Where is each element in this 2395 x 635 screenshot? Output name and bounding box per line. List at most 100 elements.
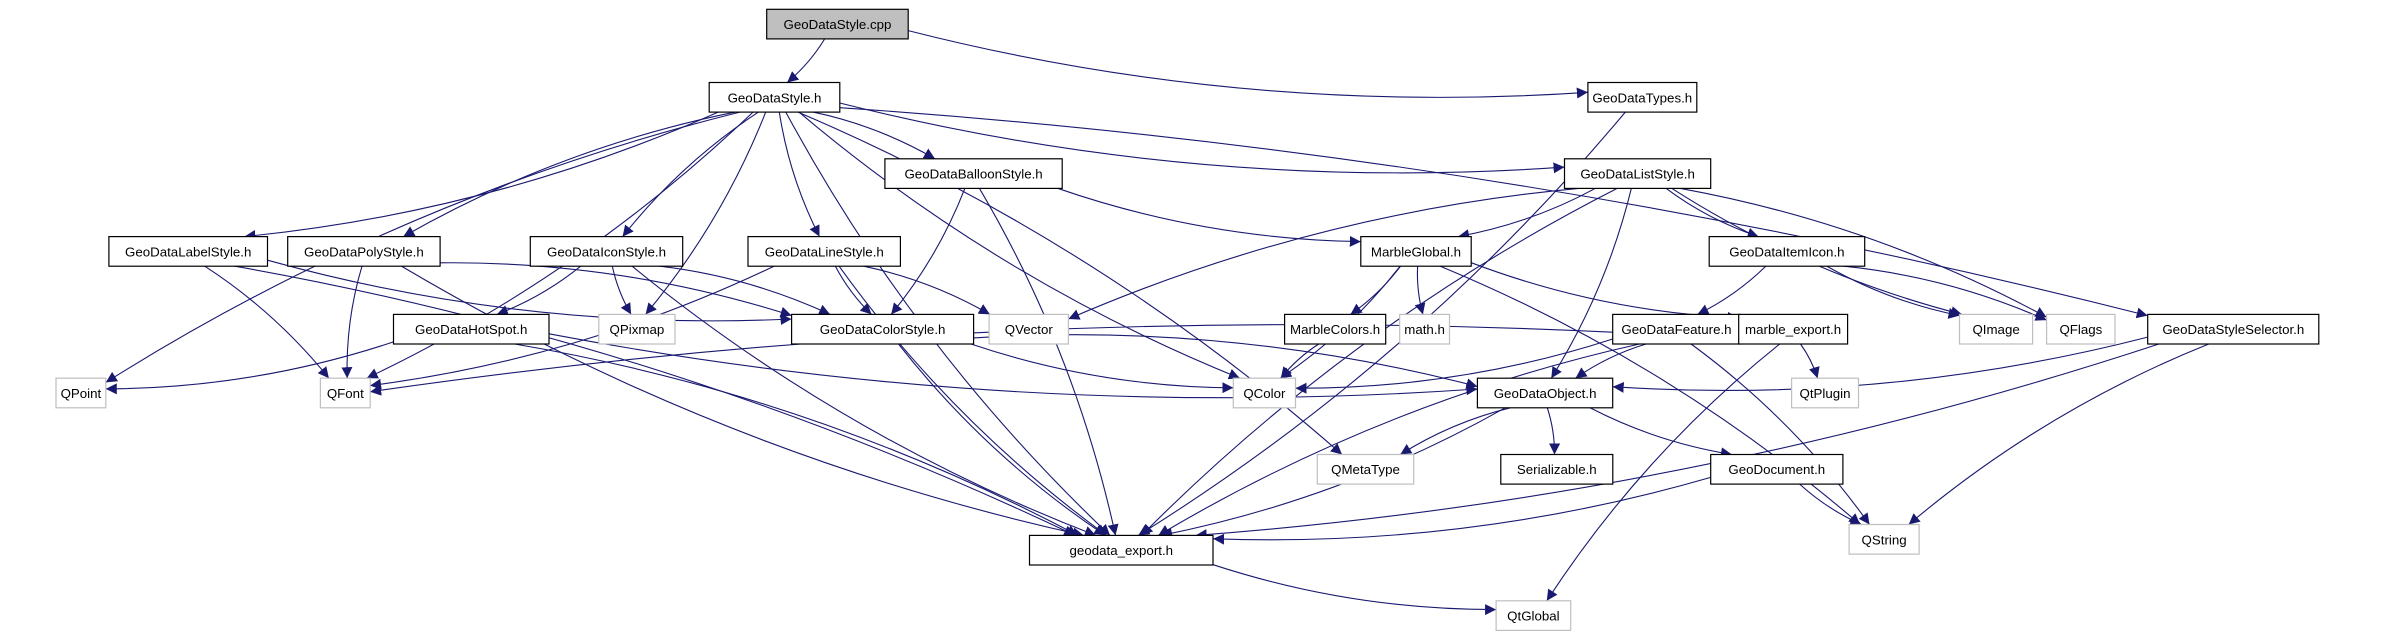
node-object[interactable]: GeoDataObject.h [1476,377,1614,409]
edge-line [105,111,740,383]
node-labelstyle[interactable]: GeoDataLabelStyle.h [108,236,269,267]
edge-line [234,265,1076,536]
node-box [1028,534,1214,566]
node-qpixmap: QPixmap [598,313,676,345]
node-linestyle[interactable]: GeoDataLineStyle.h [747,236,901,267]
edge-iconstyle-to-qpixmap [611,265,632,315]
node-box [884,158,1063,190]
node-label: QtPlugin [1800,386,1851,401]
node-style_h[interactable]: GeoDataStyle.h [708,81,841,113]
node-types_h[interactable]: GeoDataTypes.h [1587,81,1698,113]
node-box [1612,313,1741,345]
node-marbleexport[interactable]: marble_export.h [1738,313,1849,345]
node-label: marble_export.h [1745,322,1841,337]
node-box [1848,523,1920,555]
edge-itemicon-to-qimage [1826,265,1960,319]
edge-line [548,333,1478,399]
edge-marblecolors-to-qcolor [1280,343,1319,379]
node-label: QString [1862,532,1907,547]
edge-labelstyle-to-colorstyle [267,259,792,326]
node-geodocument[interactable]: GeoDocument.h [1710,453,1844,485]
node-box [1710,453,1844,485]
edge-line [341,265,363,379]
edge-line [1546,343,1781,602]
edge-line [658,265,831,315]
node-qflags: QFlags [2045,313,2116,345]
node-geodataexport[interactable]: geodata_export.h [1028,534,1214,566]
edge-object-to-geodocument [1589,407,1732,459]
edge-line [1057,187,1361,247]
node-balloon[interactable]: GeoDataBalloonStyle.h [884,158,1063,190]
node-label: QPoint [61,386,102,401]
edge-balloon-to-marbleglobal [1057,187,1361,247]
node-label: GeoDataLabelStyle.h [125,244,251,259]
node-box [1495,600,1572,631]
edge-style_h-to-qpoint [105,111,740,383]
edge-feature-to-geodataexport [1158,343,1640,536]
edge-polystyle-to-geodataexport [401,265,1084,539]
node-liststyle[interactable]: GeoDataListStyle.h [1563,158,1712,190]
node-box [1232,377,1297,409]
node-qpoint: QPoint [55,377,107,409]
node-feature[interactable]: GeoDataFeature.h [1612,313,1741,345]
edge-liststyle-to-qflags [1679,187,2047,318]
edge-line [1842,265,2047,321]
edge-line [1575,343,1647,379]
node-label: GeoDocument.h [1728,462,1825,477]
edge-line [838,265,1107,536]
edge-feature-to-object [1575,343,1647,379]
edge-style_h-to-linestyle [778,112,820,237]
node-hotspot[interactable]: GeoDataHotSpot.h [392,313,550,345]
node-box [2147,313,2320,345]
node-qtplugin: QtPlugin [1790,377,1860,409]
node-label: GeoDataTypes.h [1592,90,1692,105]
edge-line [1195,343,2160,541]
node-label: GeoDataListStyle.h [1580,167,1695,182]
node-box [108,236,269,267]
edge-line [105,341,394,395]
edges-layer [105,30,2209,616]
edge-line [1350,265,1402,315]
node-box [1399,313,1451,345]
edge-line [1400,407,1511,455]
edge-line [370,265,775,390]
edge-line [631,265,1096,537]
node-label: GeoDataIconStyle.h [547,244,666,259]
edge-style_h-to-iconstyle [622,111,759,237]
edge-line [1546,407,1561,455]
node-label: QPixmap [610,322,665,337]
node-box [1316,453,1415,485]
edge-line [1212,564,1497,616]
edge-line [1690,343,1870,525]
edge-style_h-to-balloon [812,111,936,160]
edge-geodocument-to-qstring [1799,483,1862,526]
node-label: QtGlobal [1507,609,1560,624]
node-selector[interactable]: GeoDataStyleSelector.h [2147,313,2320,345]
node-label: GeoDataFeature.h [1621,322,1731,337]
node-box [988,313,1069,345]
node-qfont: QFont [319,377,371,409]
node-serializable[interactable]: Serializable.h [1500,453,1614,485]
node-itemicon[interactable]: GeoDataItemIcon.h [1708,236,1866,267]
edge-selector-to-object [1612,336,2148,393]
node-marbleglobal[interactable]: MarbleGlobal.h [1360,236,1472,267]
node-box [1790,377,1860,409]
edge-line [496,265,582,316]
edge-line [204,265,330,379]
node-label: Serializable.h [1517,462,1597,477]
node-iconstyle[interactable]: GeoDataIconStyle.h [529,236,684,267]
edge-line [1679,187,2047,318]
edge-object-to-geodataexport [1161,407,1506,539]
node-label: QColor [1243,386,1286,401]
node-colorstyle[interactable]: GeoDataColorStyle.h [790,313,975,345]
edge-line [267,259,792,326]
node-cpp[interactable]: GeoDataStyle.cpp [766,8,909,40]
node-box [1360,236,1472,267]
edge-polystyle-to-qfont [341,265,363,379]
node-marblecolors[interactable]: MarbleColors.h [1283,313,1387,345]
node-polystyle[interactable]: GeoDataPolyStyle.h [287,236,441,267]
edge-style_h-to-qcolor [798,111,1241,380]
edge-line [1908,343,2209,525]
edge-style_h-to-polystyle [403,111,736,238]
edge-line [798,111,1241,380]
